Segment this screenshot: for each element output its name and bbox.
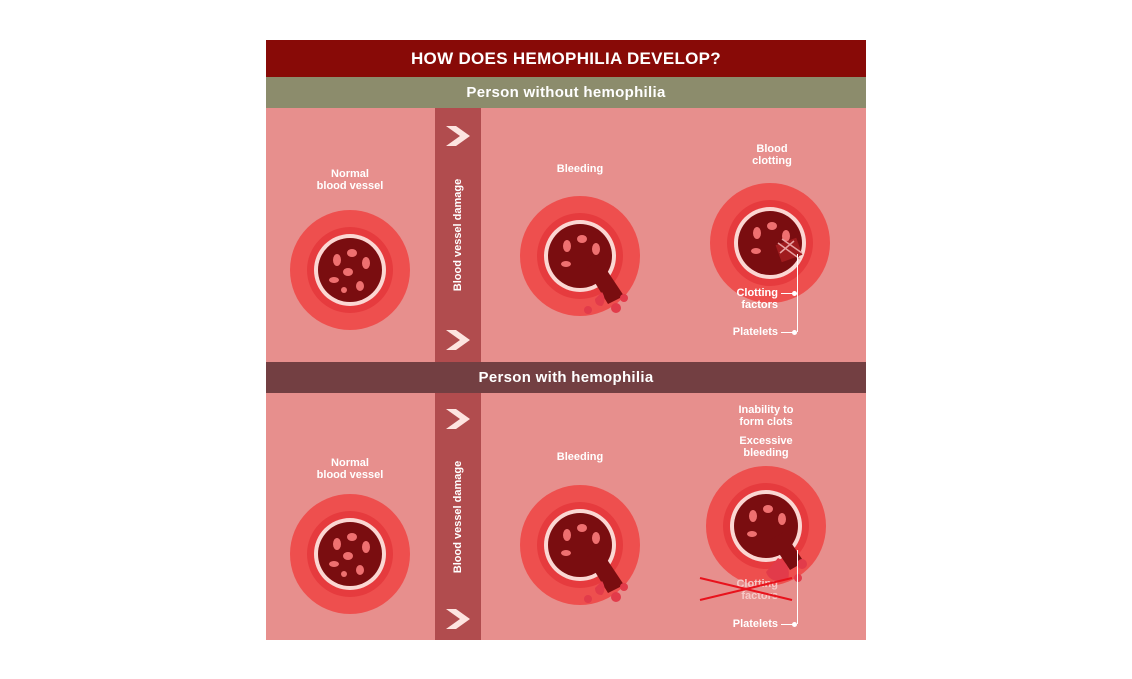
normal-blood-vessel: [290, 494, 410, 614]
bleeding-blood-vessel: [520, 485, 640, 605]
hemophilia-infographic: HOW DOES HEMOPHILIA DEVELOP? Person with…: [266, 40, 866, 640]
pointer-line: [781, 293, 793, 294]
platelets-label: Platelets: [732, 326, 778, 338]
annotation-line: [797, 254, 798, 332]
vessel-damage-strip: Blood vessel damage: [435, 108, 481, 362]
normal-vessel-label: Normal blood vessel: [316, 168, 384, 192]
vessel-damage-strip: Blood vessel damage: [435, 393, 481, 640]
pointer-line: [781, 624, 793, 625]
chevron-right-icon: [446, 330, 470, 350]
section-heading-text: Person without hemophilia: [466, 84, 666, 101]
platelets-label: Platelets: [732, 618, 778, 630]
chevron-right-icon: [446, 126, 470, 146]
section-heading-without-hemophilia: Person without hemophilia: [266, 77, 866, 108]
section-heading-with-hemophilia: Person with hemophilia: [266, 362, 866, 393]
inability-label: Inability to form clots: [738, 404, 794, 428]
excessive-bleeding-vessel: [706, 466, 826, 586]
chevron-right-icon: [446, 609, 470, 629]
clotting-blood-vessel: [710, 183, 830, 303]
pointer-dot: [792, 622, 797, 627]
strip-label: Blood vessel damage: [452, 178, 464, 292]
strip-label: Blood vessel damage: [452, 460, 464, 573]
normal-vessel-label: Normal blood vessel: [316, 457, 384, 481]
normal-blood-vessel: [290, 210, 410, 330]
bleeding-label: Bleeding: [556, 451, 604, 463]
chevron-right-icon: [446, 409, 470, 429]
clotting-factors-label: Clotting factors: [736, 287, 778, 311]
clotting-factors-label: Clotting factors: [736, 578, 778, 602]
cross-out-mark-icon: [699, 577, 793, 601]
infographic-title: HOW DOES HEMOPHILIA DEVELOP?: [410, 49, 721, 68]
pointer-line: [781, 332, 793, 333]
section-heading-text: Person with hemophilia: [478, 369, 654, 386]
bleeding-label: Bleeding: [556, 163, 604, 175]
pointer-dot: [792, 330, 797, 335]
bleeding-blood-vessel: [520, 196, 640, 316]
annotation-line: [797, 550, 798, 624]
pointer-dot: [792, 291, 797, 296]
blood-clotting-label: Blood clotting: [752, 143, 792, 167]
excessive-bleeding-label: Excessive bleeding: [739, 435, 793, 459]
title-band: HOW DOES HEMOPHILIA DEVELOP?: [266, 40, 866, 77]
